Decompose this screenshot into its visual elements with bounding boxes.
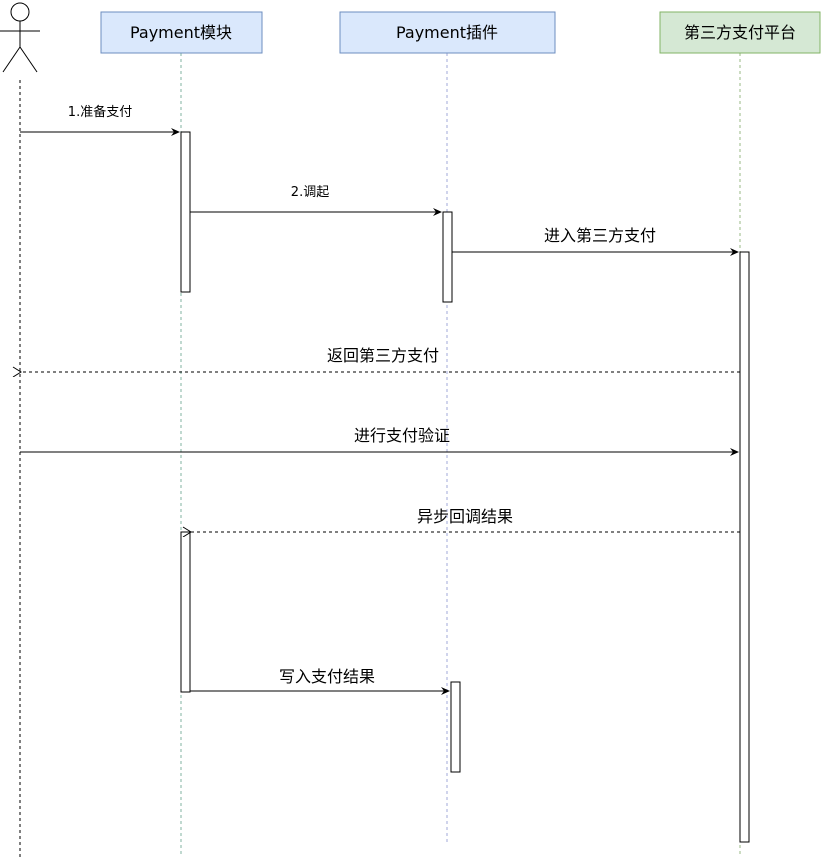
activation-third-party	[739, 251, 750, 843]
message-return-label: 返回第三方支付	[327, 346, 439, 365]
message-invoke-label: 2.调起	[291, 185, 329, 200]
actor-icon	[0, 2, 40, 73]
message-write: 写入支付结果	[190, 667, 450, 695]
participant-third-party-label: 第三方支付平台	[684, 23, 796, 42]
message-verify-label: 进行支付验证	[354, 426, 450, 445]
message-write-label: 写入支付结果	[279, 667, 375, 686]
activation-payment-module-1	[180, 131, 191, 293]
message-enter: 进入第三方支付	[452, 226, 739, 256]
message-prepare-label: 1.准备支付	[68, 104, 132, 120]
participant-payment-plugin: Payment插件	[339, 11, 556, 54]
message-enter-label: 进入第三方支付	[544, 226, 656, 245]
participant-payment-module: Payment模块	[100, 11, 263, 54]
activation-payment-plugin-2	[450, 681, 461, 773]
message-verify: 进行支付验证	[20, 426, 739, 456]
message-prepare: 1.准备支付	[20, 104, 180, 136]
message-invoke: 2.调起	[190, 185, 442, 216]
participant-payment-module-label: Payment模块	[130, 23, 232, 42]
message-callback-label: 异步回调结果	[417, 507, 513, 526]
message-callback: 异步回调结果	[191, 507, 740, 532]
participant-payment-plugin-label: Payment插件	[396, 23, 498, 42]
activation-payment-plugin-1	[442, 211, 453, 303]
message-return: 返回第三方支付	[21, 346, 740, 372]
participant-third-party: 第三方支付平台	[659, 11, 821, 54]
activation-payment-module-2	[180, 531, 191, 693]
